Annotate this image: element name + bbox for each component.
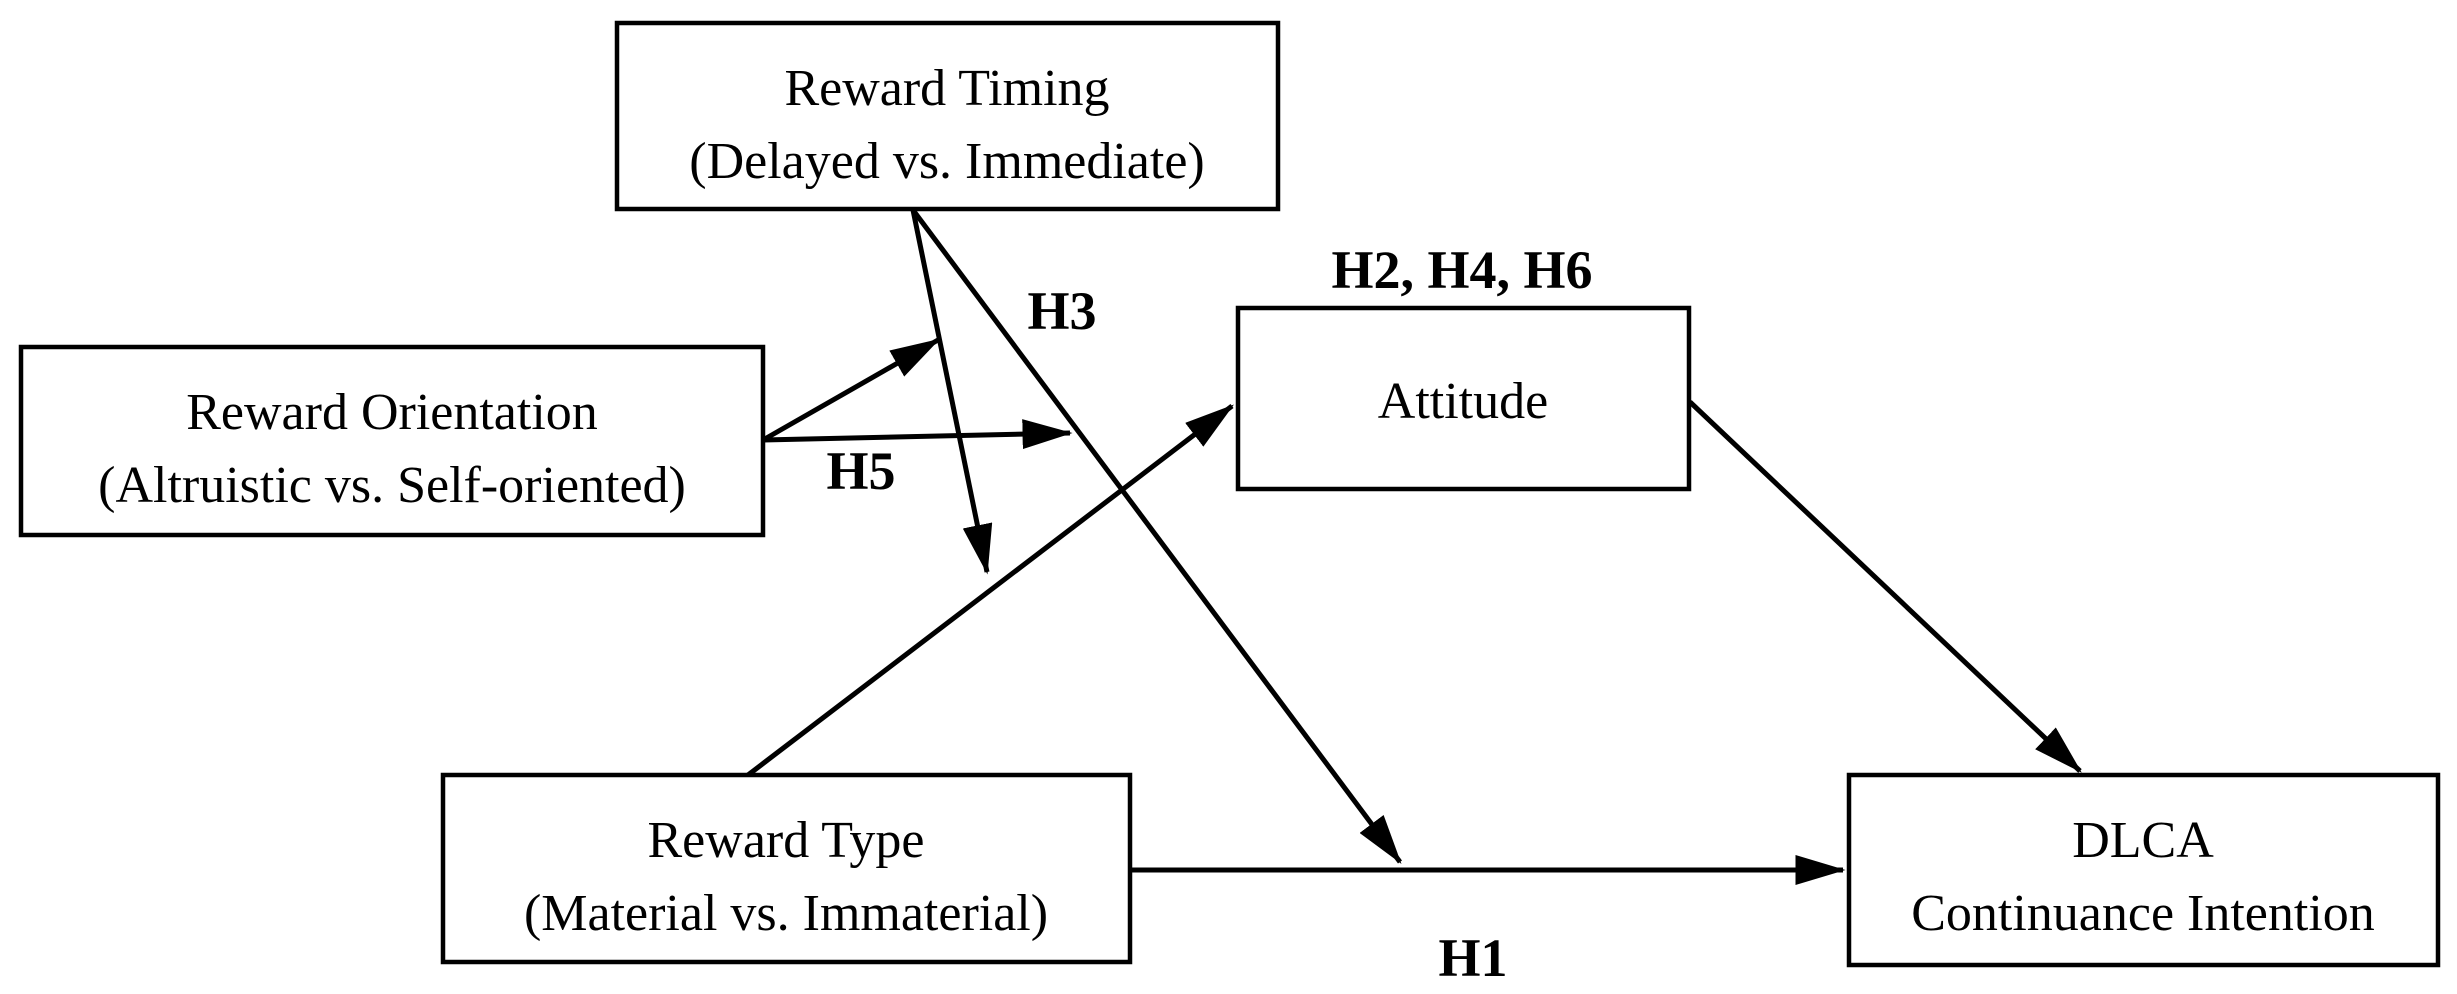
label-h5: H5 xyxy=(826,441,895,501)
arrow-reward-timing-moderation-h3 xyxy=(910,208,1403,865)
reward-orientation-box xyxy=(18,344,766,538)
node-attitude: Attitude xyxy=(1235,305,1692,492)
reward-timing-title: Reward Timing xyxy=(784,60,1109,117)
reward-type-subtitle: (Material vs. Immaterial) xyxy=(524,885,1048,942)
dlca-subtitle: Continuance Intention xyxy=(1911,885,2375,942)
reward-orientation-subtitle: (Altruistic vs. Self-oriented) xyxy=(98,457,686,514)
dlca-box xyxy=(1846,772,2441,968)
arrow-reward-timing-moderation-short xyxy=(910,209,993,575)
node-reward-orientation: Reward Orientation (Altruistic vs. Self-… xyxy=(18,344,766,538)
node-dlca-continuance-intention: DLCA Continuance Intention xyxy=(1846,772,2441,968)
arrow-reward-orientation-moderation-h5 xyxy=(762,419,1073,450)
node-reward-timing: Reward Timing (Delayed vs. Immediate) xyxy=(614,20,1281,212)
arrow-reward-orientation-moderation-upper xyxy=(761,337,941,443)
label-h2-h4-h6: H2, H4, H6 xyxy=(1331,240,1592,300)
reward-type-title: Reward Type xyxy=(648,812,925,869)
attitude-title: Attitude xyxy=(1378,373,1548,430)
attitude-box xyxy=(1235,305,1692,492)
dlca-title: DLCA xyxy=(2072,812,2214,869)
label-h3: H3 xyxy=(1027,281,1096,341)
arrow-reward-type-to-attitude xyxy=(746,404,1234,777)
node-reward-type: Reward Type (Material vs. Immaterial) xyxy=(440,772,1133,965)
reward-type-box xyxy=(440,772,1133,965)
reward-orientation-title: Reward Orientation xyxy=(186,384,598,441)
reward-timing-box xyxy=(614,20,1281,212)
arrow-attitude-to-dlca xyxy=(1688,400,2082,773)
label-h1: H1 xyxy=(1438,928,1507,988)
reward-timing-subtitle: (Delayed vs. Immediate) xyxy=(689,133,1204,190)
